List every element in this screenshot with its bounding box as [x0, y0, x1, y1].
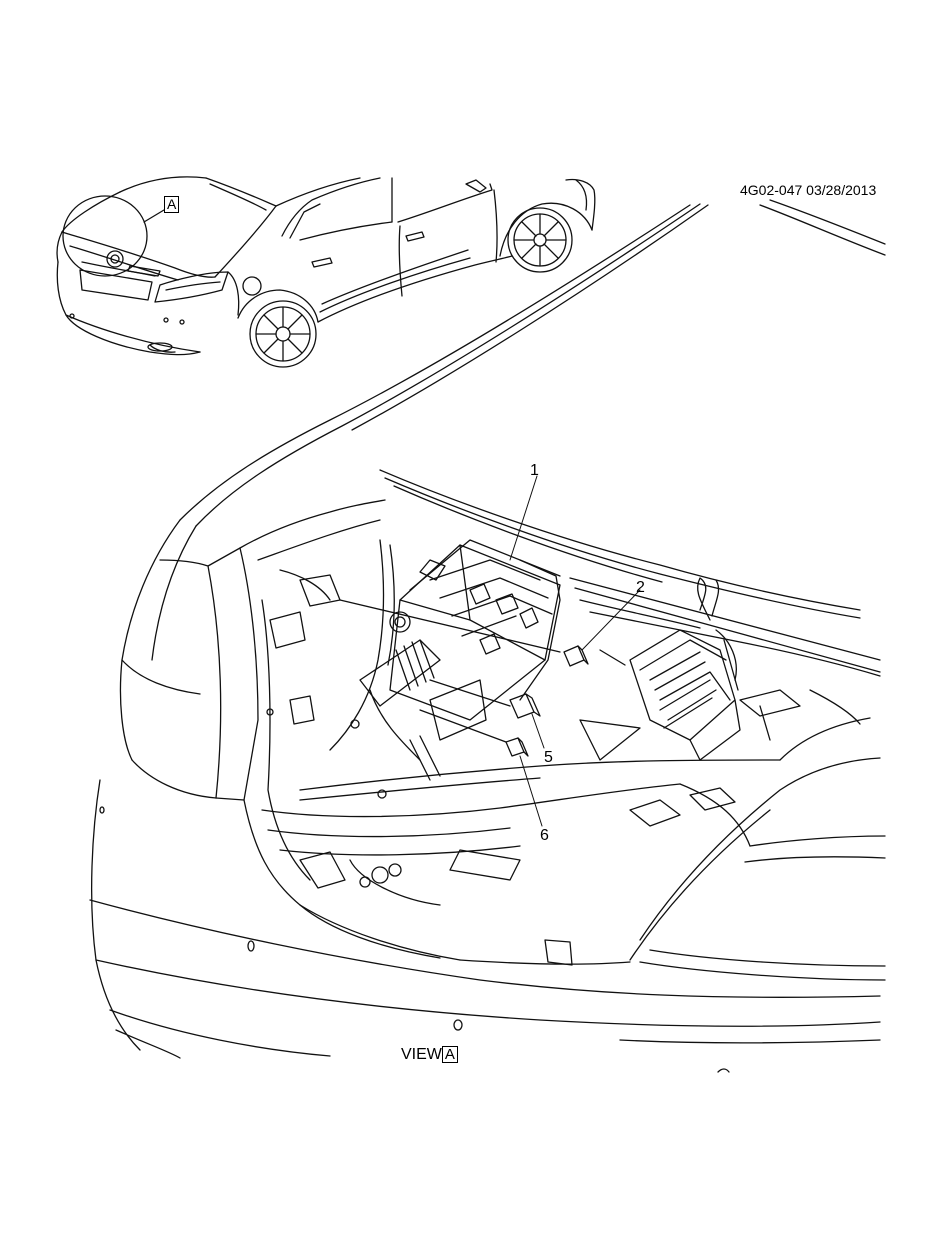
callout-leaders — [509, 475, 641, 827]
callout-1: 1 — [530, 462, 539, 479]
module-2-drawing — [599, 577, 741, 761]
callout-5: 5 — [544, 749, 553, 766]
inset-car-drawing — [56, 176, 596, 368]
view-label-box: A — [441, 1046, 458, 1063]
connector-5-drawing — [509, 693, 541, 719]
view-marker-box: A — [164, 196, 180, 213]
inset-view-marker: A — [164, 196, 180, 214]
leader-line-5 — [531, 713, 545, 749]
leader-line-2 — [581, 589, 641, 651]
leader-line-6 — [519, 755, 543, 827]
callout-labels: 1 2 5 6 — [530, 462, 645, 844]
main-trunk-drawing — [89, 199, 886, 1073]
callout-6: 6 — [540, 827, 549, 844]
connector-6-drawing — [505, 737, 529, 757]
view-label-prefix: VIEW — [401, 1046, 442, 1063]
module-1-drawing — [339, 539, 561, 781]
leader-line-1 — [509, 475, 538, 561]
connector-2-drawing — [563, 645, 589, 667]
document-id: 4G02-047 03/28/2013 — [740, 182, 877, 198]
callout-2: 2 — [636, 579, 645, 596]
